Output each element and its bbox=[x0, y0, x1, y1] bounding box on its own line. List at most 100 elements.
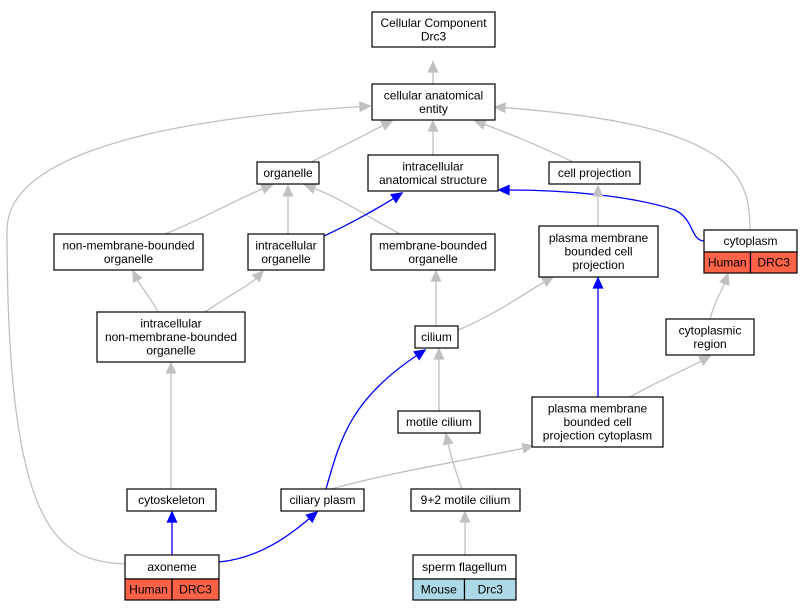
node-inmbo[interactable]: intracellularnon-membrane-boundedorganel… bbox=[96, 311, 246, 363]
edge-pmbcpc-to-cytoreg bbox=[629, 355, 712, 398]
node-motile[interactable]: motile cilium bbox=[397, 410, 481, 434]
node-label: cellular anatomical bbox=[384, 88, 483, 102]
edges-layer bbox=[6, 60, 751, 565]
node-label: Cellular Component bbox=[380, 16, 487, 30]
node-label: cytoplasmic bbox=[679, 323, 742, 337]
node-label: membrane-bounded bbox=[379, 238, 487, 252]
annotation-sperm: Mouse Drc3 bbox=[412, 578, 517, 601]
arrowhead bbox=[719, 272, 730, 286]
node-label: sperm flagellum bbox=[422, 560, 507, 574]
node-label: bounded cell bbox=[564, 245, 632, 259]
edge-pmbcpc-to-pmbcp bbox=[592, 276, 604, 397]
node-label: cytoskeleton bbox=[138, 493, 205, 507]
node-label: motile cilium bbox=[406, 415, 472, 429]
edge-line bbox=[508, 189, 705, 242]
node-cytoplasm[interactable]: cytoplasm bbox=[703, 229, 798, 253]
node-label: ciliary plasm bbox=[289, 493, 355, 507]
gene-cell bbox=[171, 578, 220, 601]
arrowhead bbox=[359, 101, 372, 113]
edge-ninetwo-to-motile bbox=[442, 432, 463, 490]
node-label: bounded cell bbox=[563, 415, 631, 429]
arrowhead bbox=[433, 347, 445, 360]
arrowhead bbox=[413, 349, 427, 361]
node-label: intracellular bbox=[255, 238, 316, 252]
edge-io-to-organelle bbox=[282, 184, 294, 234]
node-box bbox=[397, 410, 481, 434]
node-organelle[interactable]: organelle bbox=[256, 161, 320, 185]
arrowhead bbox=[166, 510, 178, 523]
edge-line bbox=[204, 277, 257, 313]
node-label: plasma membrane bbox=[549, 231, 649, 245]
arrowhead bbox=[698, 355, 712, 367]
node-label: organelle bbox=[104, 252, 154, 266]
arrowhead bbox=[592, 276, 604, 289]
node-label: region bbox=[693, 337, 726, 351]
arrowhead bbox=[380, 120, 394, 131]
arrowhead bbox=[305, 510, 319, 524]
node-label: non-membrane-bounded bbox=[105, 330, 237, 344]
node-box bbox=[412, 554, 517, 580]
edge-ciliaryplasm-to-pmbcpc bbox=[330, 442, 535, 490]
node-box bbox=[126, 488, 217, 512]
node-box bbox=[371, 83, 496, 121]
node-box bbox=[410, 488, 521, 512]
edge-organelle-to-cae bbox=[310, 120, 394, 163]
node-ninetwo[interactable]: 9+2 motile cilium bbox=[410, 488, 521, 512]
node-label: plasma membrane bbox=[548, 402, 648, 416]
arrowhead bbox=[132, 269, 143, 283]
edge-cytoplasm-to-ias bbox=[497, 184, 705, 242]
arrowhead bbox=[493, 102, 507, 114]
gene-cell bbox=[749, 251, 798, 274]
edge-axoneme-to-ciliaryplasm bbox=[218, 510, 319, 563]
node-sperm[interactable]: sperm flagellum bbox=[412, 554, 517, 580]
arrowhead bbox=[303, 183, 317, 194]
node-label: entity bbox=[419, 102, 448, 116]
edge-line bbox=[136, 279, 159, 313]
node-ciliaryplasm[interactable]: ciliary plasm bbox=[280, 488, 365, 512]
gene-label: DRC3 bbox=[757, 256, 790, 270]
edge-io-to-ias bbox=[323, 192, 404, 237]
edge-line bbox=[310, 124, 384, 163]
edge-line bbox=[709, 283, 726, 320]
edge-line bbox=[218, 518, 310, 563]
node-box bbox=[280, 488, 365, 512]
edge-line bbox=[484, 123, 574, 163]
edge-cilium-to-pmbcp bbox=[457, 276, 555, 331]
edge-line bbox=[447, 443, 463, 490]
node-cellproj[interactable]: cell projection bbox=[548, 161, 641, 185]
edge-line bbox=[457, 281, 545, 331]
edge-ias-to-cae bbox=[427, 119, 439, 155]
edge-line bbox=[629, 360, 702, 398]
node-cilium[interactable]: cilium bbox=[414, 325, 459, 349]
gene-label: Drc3 bbox=[478, 583, 504, 597]
node-box bbox=[370, 233, 496, 271]
arrowhead bbox=[592, 184, 604, 197]
arrowhead bbox=[260, 183, 274, 195]
gene-label: DRC3 bbox=[179, 583, 212, 597]
node-box bbox=[538, 225, 659, 278]
node-cytoskeleton[interactable]: cytoskeleton bbox=[126, 488, 217, 512]
arrowhead bbox=[427, 119, 439, 132]
edge-sperm-to-ninetwo bbox=[459, 510, 471, 555]
species-label: Mouse bbox=[421, 583, 457, 597]
arrowhead bbox=[430, 269, 442, 282]
node-label: anatomical structure bbox=[379, 173, 487, 187]
node-label: organelle bbox=[146, 344, 196, 358]
node-label: organelle bbox=[263, 166, 313, 180]
edge-line bbox=[164, 188, 263, 235]
node-label: axoneme bbox=[147, 560, 197, 574]
node-axoneme[interactable]: axoneme bbox=[124, 554, 220, 580]
node-label: projection bbox=[572, 258, 624, 272]
arrowhead bbox=[521, 442, 535, 454]
